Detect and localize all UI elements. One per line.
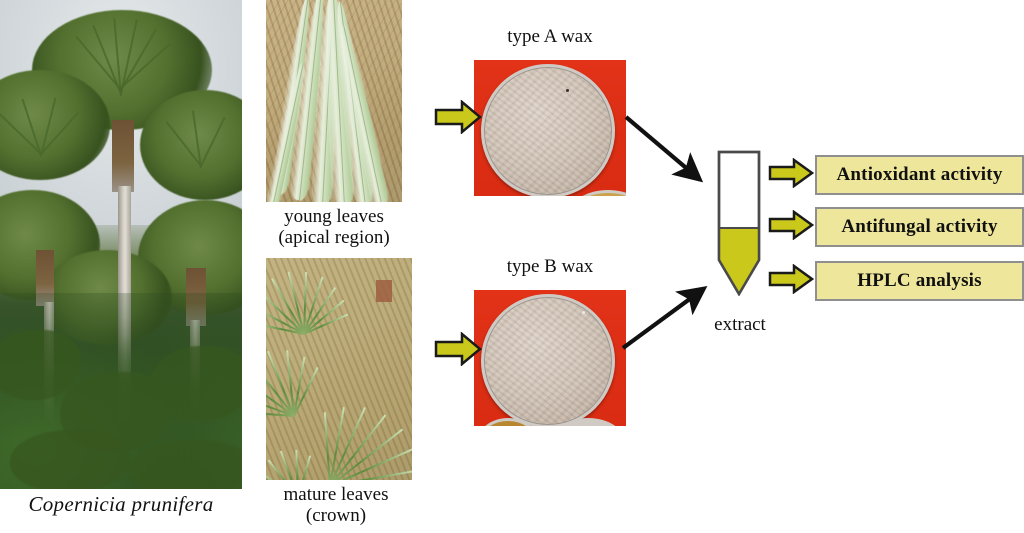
diagonal-arrow-icon bbox=[622, 112, 712, 195]
palm-crown bbox=[140, 90, 242, 200]
young-leaves-caption-line1: young leaves bbox=[284, 206, 384, 227]
block-arrow-right-icon bbox=[434, 99, 482, 139]
palm-crown bbox=[0, 70, 110, 180]
extract-label: extract bbox=[714, 314, 766, 335]
result-box-antifungal-activity[interactable]: Antifungal activity bbox=[815, 207, 1024, 247]
block-arrow-right-icon bbox=[768, 209, 815, 245]
petri-dish bbox=[481, 294, 615, 426]
mature-leaves-caption: mature leaves (crown) bbox=[258, 484, 414, 527]
result-box-hplc-analysis[interactable]: HPLC analysis bbox=[815, 261, 1024, 301]
diagonal-arrow-icon bbox=[620, 282, 715, 359]
mature-leaves-photo bbox=[266, 258, 412, 480]
type-b-wax-label: type B wax bbox=[506, 256, 594, 277]
palm-frond-fan bbox=[323, 406, 412, 480]
species-caption: Copernicia prunifera bbox=[28, 492, 214, 516]
test-tube-icon bbox=[717, 150, 761, 297]
palm-thatch bbox=[112, 120, 134, 192]
petri-dish-partial-lower bbox=[474, 184, 626, 196]
result-box-antioxidant-activity[interactable]: Antioxidant activity bbox=[815, 155, 1024, 195]
palm-frond-fan bbox=[266, 449, 312, 480]
type-a-wax-label: type A wax bbox=[507, 26, 593, 47]
palm-frond-fan bbox=[266, 350, 319, 417]
petri-dish-partial-lower bbox=[474, 414, 626, 426]
petri-dish bbox=[481, 64, 615, 196]
palm-tree-photo bbox=[0, 0, 242, 489]
palm-frond-fan bbox=[266, 271, 349, 335]
young-leaves-caption: young leaves (apical region) bbox=[256, 206, 412, 249]
mature-leaves-caption-line1: mature leaves bbox=[283, 484, 389, 505]
block-arrow-right-icon bbox=[768, 263, 815, 299]
young-leaves-photo bbox=[266, 0, 402, 202]
mature-leaves-caption-line2: (crown) bbox=[305, 505, 367, 527]
type-a-wax-petri-photo bbox=[474, 60, 626, 196]
result-box-label: HPLC analysis bbox=[857, 270, 982, 291]
result-box-label: Antifungal activity bbox=[841, 216, 998, 237]
block-arrow-right-icon bbox=[768, 157, 815, 193]
block-arrow-right-icon bbox=[434, 331, 482, 371]
young-leaves-caption-line2: (apical region) bbox=[278, 227, 390, 249]
type-b-wax-petri-photo bbox=[474, 290, 626, 426]
result-box-label: Antioxidant activity bbox=[836, 164, 1003, 185]
palm-thatch bbox=[36, 250, 54, 306]
